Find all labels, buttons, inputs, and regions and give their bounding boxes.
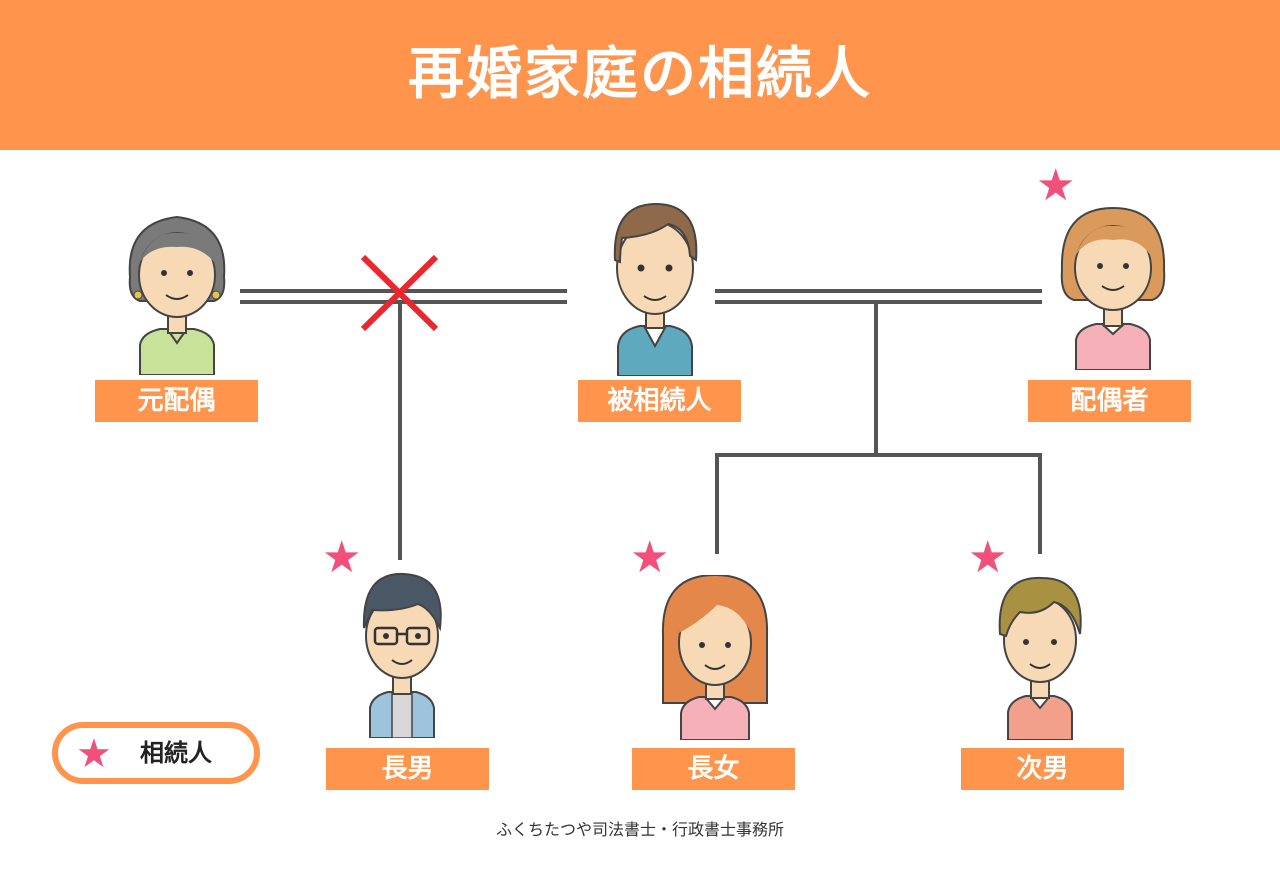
spouse-label: 配偶者 bbox=[1028, 380, 1191, 422]
decedent-avatar bbox=[613, 202, 698, 376]
spouse-avatar bbox=[1060, 206, 1166, 370]
ex-spouse-label: 元配偶 bbox=[95, 380, 258, 422]
ex-spouse-avatar bbox=[128, 215, 226, 375]
second-son-avatar bbox=[998, 576, 1082, 740]
star-icon: ★ bbox=[76, 731, 112, 777]
decedent-label: 被相続人 bbox=[578, 380, 741, 422]
divorce-cross-stroke-2 bbox=[360, 254, 439, 332]
second-son-label: 次男 bbox=[961, 748, 1124, 790]
page-title: 再婚家庭の相続人 bbox=[408, 42, 872, 107]
legend-label: 相続人 bbox=[140, 739, 212, 767]
header-bar bbox=[0, 0, 1280, 150]
eldest-son-heir-star-icon: ★ bbox=[322, 532, 362, 583]
eldest-daughter-heir-star-icon: ★ bbox=[630, 532, 670, 583]
eldest-daughter-label: 長女 bbox=[632, 748, 795, 790]
spouse-heir-star-icon: ★ bbox=[1036, 160, 1076, 211]
legend: ★ 相続人 bbox=[52, 722, 260, 784]
eldest-son-label: 長男 bbox=[326, 748, 489, 790]
eldest-daughter-avatar bbox=[661, 575, 769, 740]
second-son-heir-star-icon: ★ bbox=[968, 532, 1008, 583]
credit-text: ふくちたつや司法書士・行政書士事務所 bbox=[495, 820, 784, 839]
eldest-son-avatar bbox=[362, 572, 442, 738]
